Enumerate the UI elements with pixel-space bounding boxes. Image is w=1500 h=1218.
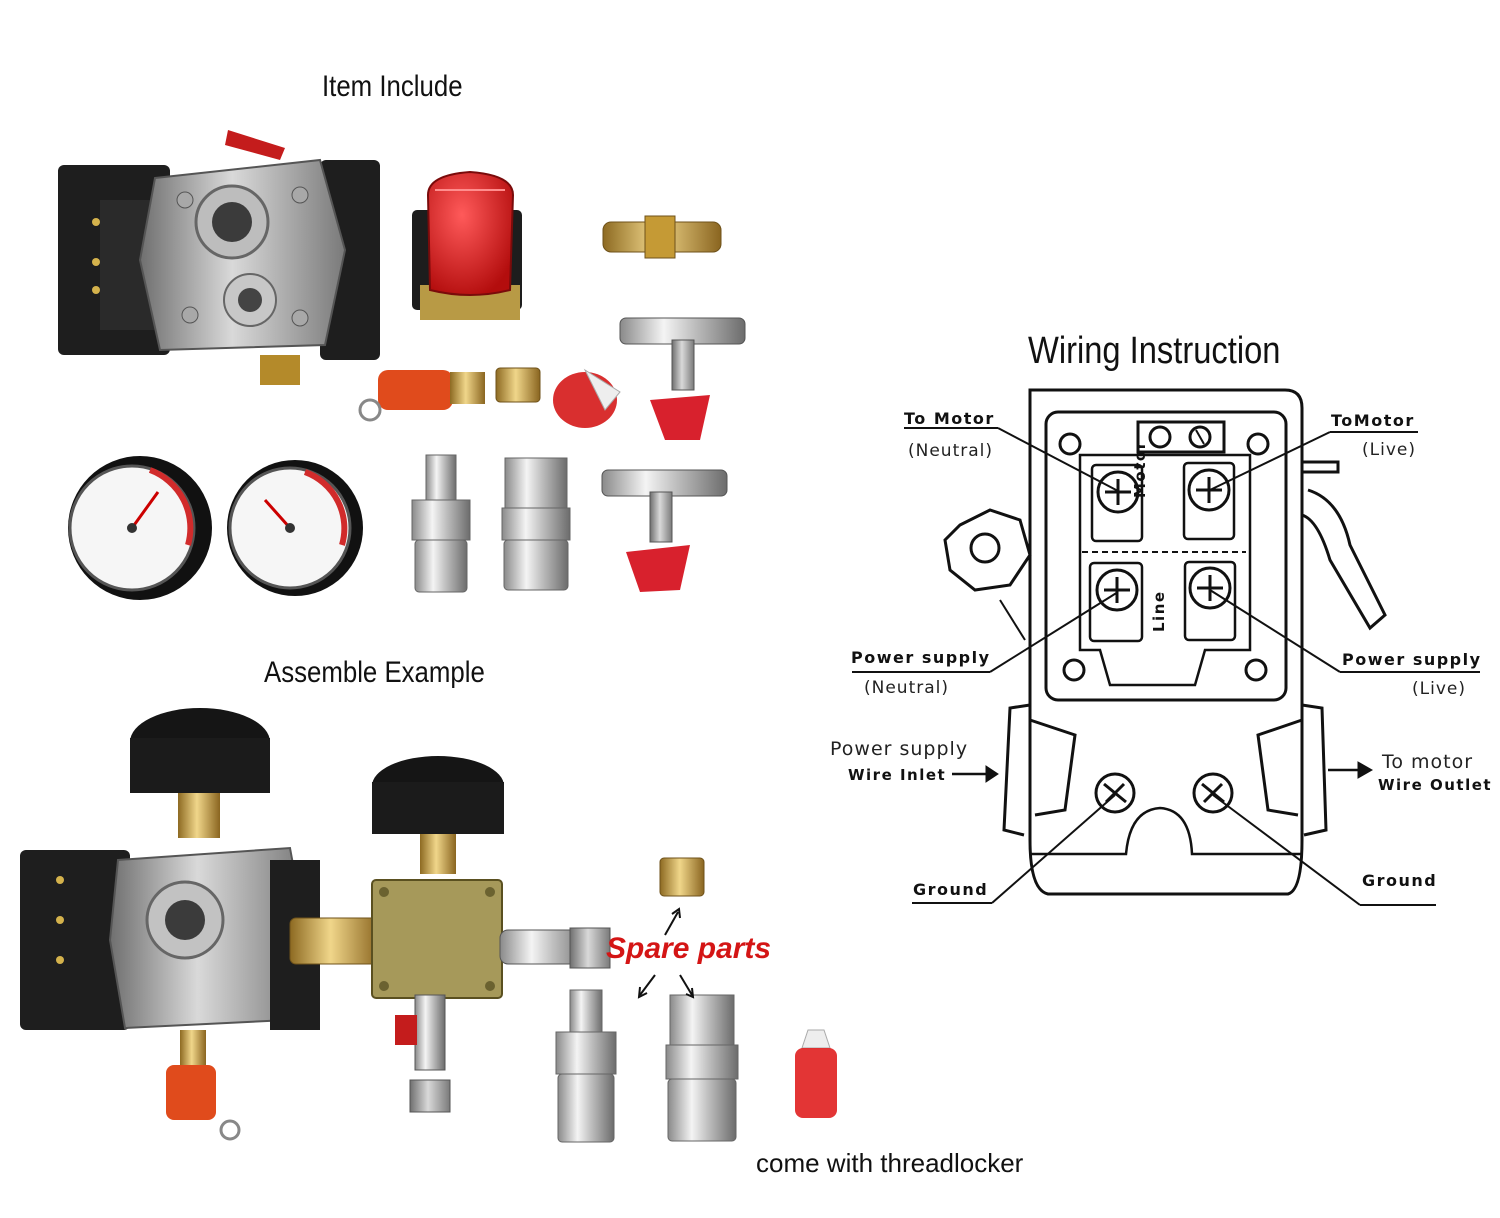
spare-parts-label: Spare parts xyxy=(606,932,772,965)
power-live-title: Power supply xyxy=(1342,650,1482,669)
inlet-sub: Wire Inlet xyxy=(848,766,947,784)
assembled-unit-photo xyxy=(20,708,611,1141)
assemble-heading: Assemble Example xyxy=(264,656,485,689)
ground-right-label: Ground xyxy=(1362,871,1438,890)
power-live-sub: (Live) xyxy=(1412,679,1466,699)
to-motor-live-sub: (Live) xyxy=(1362,440,1416,460)
spare-plug-photo xyxy=(659,857,705,897)
inlet-title: Power supply xyxy=(830,738,969,760)
terminal-motor-label: Motor xyxy=(1131,440,1149,498)
ground-left-label: Ground xyxy=(913,880,989,899)
regulator-photo xyxy=(412,170,522,320)
brass-nipple-photo xyxy=(602,215,722,259)
power-neutral-sub: (Neutral) xyxy=(864,678,950,698)
to-motor-neutral-title: To Motor xyxy=(904,409,995,428)
spare-parts-arrows xyxy=(637,907,695,999)
wiring-heading: Wiring Instruction xyxy=(1028,330,1281,372)
gauge-left-photo xyxy=(68,456,212,600)
spare-coupler-1-photo xyxy=(555,989,617,1143)
brass-plug-photo xyxy=(495,367,541,403)
threadlocker-bottle-photo xyxy=(553,368,621,428)
gauge-right-photo xyxy=(227,460,363,596)
quick-coupler-2-photo xyxy=(501,457,571,591)
threadlocker-caption: come with threadlocker xyxy=(756,1148,1024,1178)
drain-valve-bottom-photo xyxy=(601,469,728,592)
wiring-diagram xyxy=(852,388,1480,906)
threadlocker-bottle-photo-2 xyxy=(795,1029,837,1118)
outlet-sub: Wire Outlet xyxy=(1378,776,1493,794)
outlet-title: To motor xyxy=(1382,751,1474,773)
drain-valve-top-photo xyxy=(619,317,746,440)
terminal-line-label: Line xyxy=(1150,590,1168,632)
pressure-switch-photo xyxy=(58,130,380,385)
power-neutral-title: Power supply xyxy=(851,648,991,667)
spare-coupler-2-photo xyxy=(665,994,739,1142)
quick-coupler-1-photo xyxy=(411,454,471,593)
to-motor-live-title: ToMotor xyxy=(1331,411,1415,430)
items-heading: Item Include xyxy=(322,70,463,103)
safety-valve-photo xyxy=(358,370,485,422)
to-motor-neutral-sub: (Neutral) xyxy=(908,441,994,461)
